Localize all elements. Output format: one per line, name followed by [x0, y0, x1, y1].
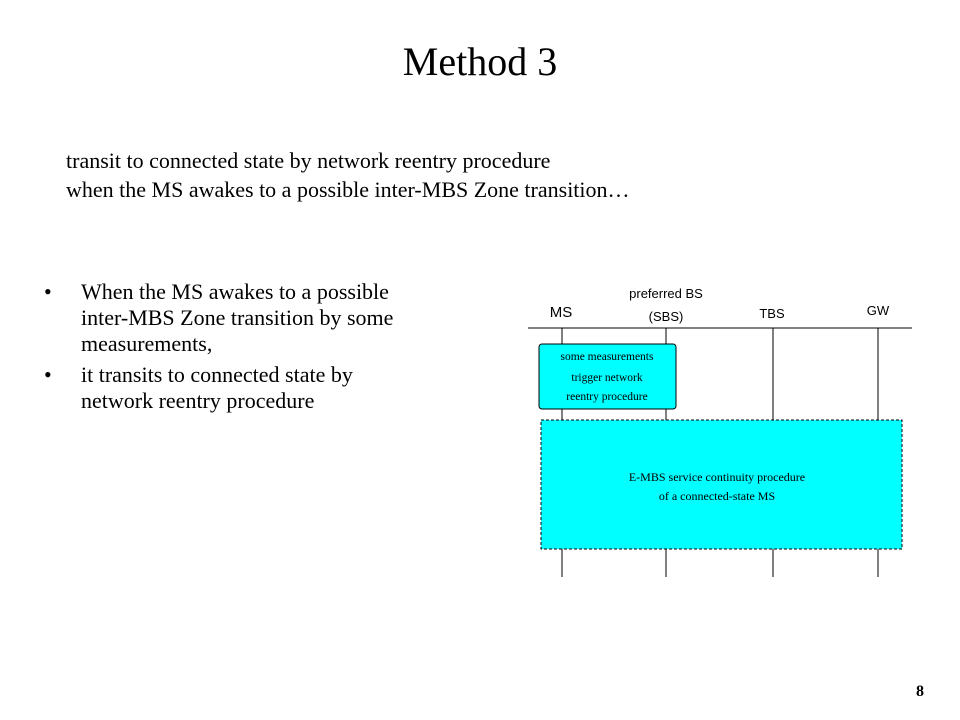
bullet-line: it transits to connected state by — [81, 362, 353, 387]
bullet-item: • it transits to connected state by netw… — [44, 362, 484, 414]
bullet-line: When the MS awakes to a possible — [81, 279, 389, 304]
subtitle-line: when the MS awakes to a possible inter-M… — [66, 177, 630, 202]
continuity-procedure-box — [540, 419, 903, 550]
bullet-marker: • — [44, 279, 52, 304]
measurement-box — [538, 343, 677, 410]
entity-label-sbs: (SBS) — [649, 309, 684, 324]
slide-subtitle: transit to connected state by network re… — [66, 146, 630, 204]
entity-label-gw: GW — [867, 303, 890, 318]
bullet-line: inter-MBS Zone transition by some — [81, 305, 394, 330]
measurement-box-line: trigger network — [571, 372, 642, 384]
slide-title: Method 3 — [402, 39, 558, 84]
continuity-box-line: of a connected-state MS — [659, 489, 775, 503]
bullet-item: • When the MS awakes to a possible inter… — [44, 279, 484, 357]
measurement-box-line: reentry procedure — [566, 391, 647, 403]
measurement-box-line: some measurements — [561, 351, 654, 363]
subtitle-line: transit to connected state by network re… — [66, 148, 551, 173]
bullet-line: measurements, — [81, 331, 213, 356]
continuity-box-line: E-MBS service continuity procedure — [629, 470, 805, 484]
entity-label-tbs: TBS — [759, 306, 785, 321]
entity-label-sbs: preferred BS — [629, 286, 703, 301]
page-number: 8 — [916, 683, 924, 700]
bullet-list: • When the MS awakes to a possible inter… — [44, 279, 484, 419]
bullet-line: network reentry procedure — [81, 388, 315, 413]
entity-label-ms: MS — [550, 304, 573, 321]
bullet-marker: • — [44, 362, 52, 387]
